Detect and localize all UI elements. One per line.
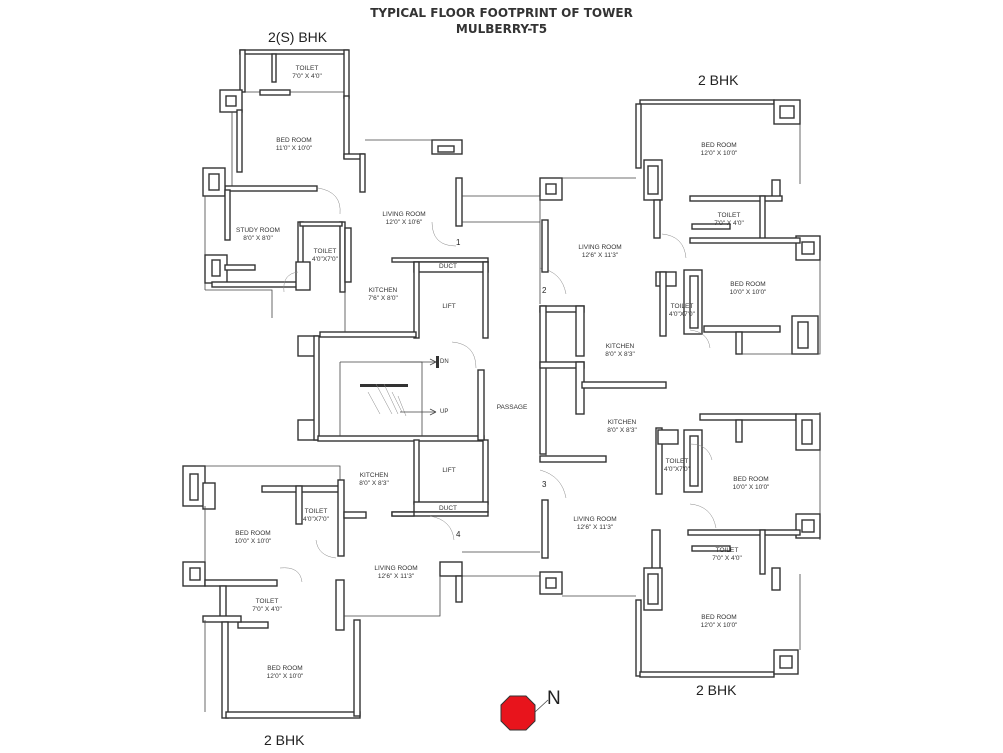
duct-top: DUCT (438, 263, 458, 270)
stair-up-label: UP (440, 409, 449, 415)
plan-title-line1: TYPICAL FLOOR FOOTPRINT OF TOWER (370, 6, 633, 20)
plan-title-line2: MULBERRY-T5 (455, 22, 548, 36)
unit-bottom-left (182, 465, 463, 719)
unit-top-right (539, 99, 821, 389)
core-area (297, 267, 607, 577)
flat-number-1: 1 (456, 238, 461, 247)
unit-bottom-right (539, 412, 821, 678)
stair-dn-label: DN (440, 359, 449, 365)
flat-number-4: 4 (456, 530, 461, 539)
north-compass (500, 695, 549, 731)
north-label: N (547, 688, 561, 709)
flat-number-3: 3 (542, 480, 547, 489)
duct-bottom: DUCT (438, 505, 458, 512)
lift-bottom: LIFT (442, 467, 456, 474)
lift-top: LIFT (442, 303, 456, 310)
unit-label-top-right: 2 BHK (698, 72, 739, 88)
unit-label-bottom-left: 2 BHK (264, 732, 305, 748)
unit-label-top-left: 2(S) BHK (268, 29, 328, 45)
unit-top-left (202, 49, 540, 339)
passage-label: PASSAGE (496, 404, 528, 411)
flat-number-2: 2 (542, 286, 547, 295)
unit-label-bottom-right: 2 BHK (696, 682, 737, 698)
